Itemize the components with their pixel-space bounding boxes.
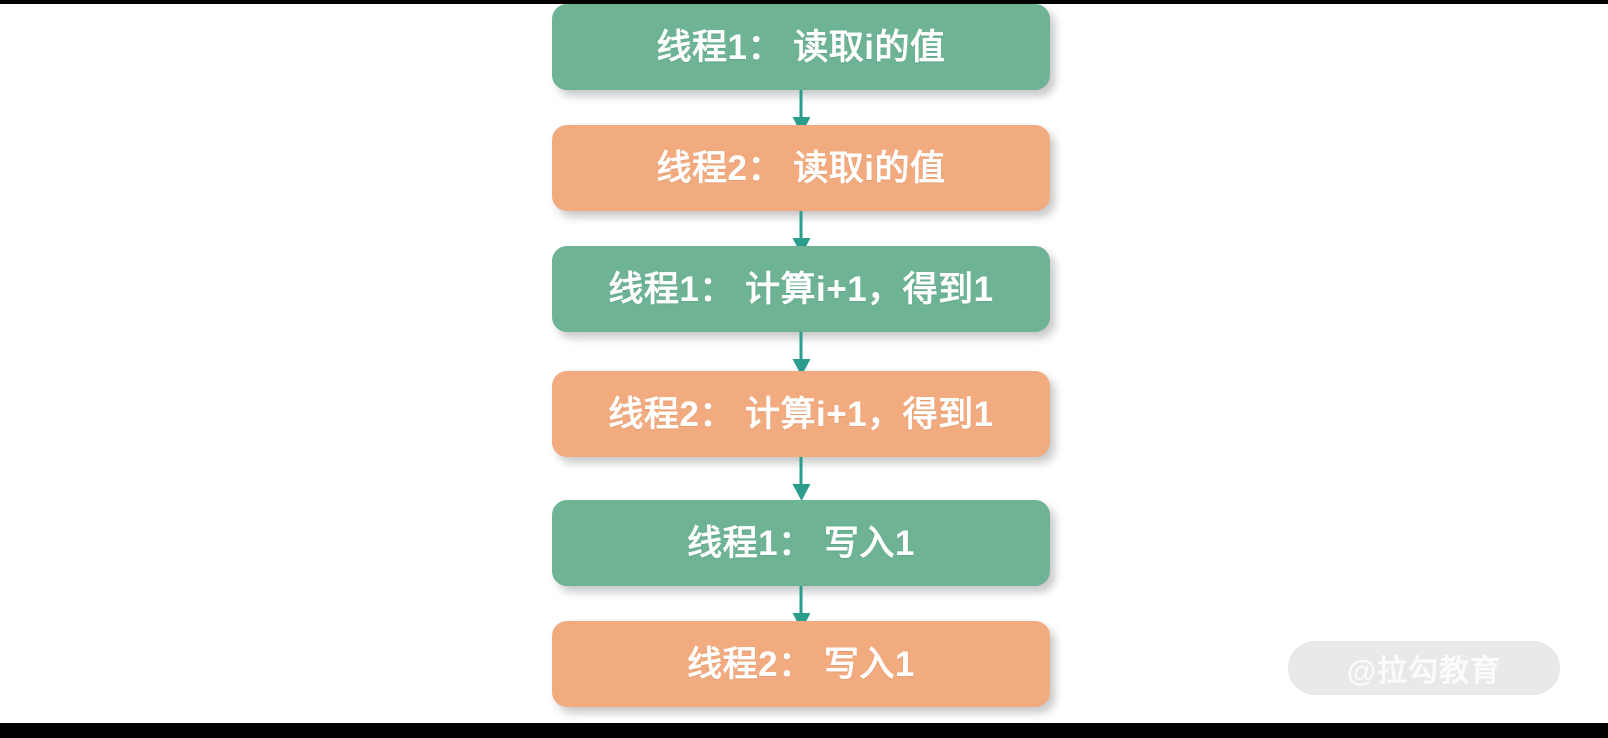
flow-node-6-label: 线程2： 写入1	[687, 644, 915, 684]
flow-node-3-label: 线程1： 计算i+1，得到1	[608, 269, 994, 309]
flow-node-2: 线程2： 读取i的值	[552, 125, 1050, 211]
flow-node-6: 线程2： 写入1	[552, 621, 1050, 707]
watermark-text: @拉勾教育	[1346, 655, 1502, 688]
flow-node-4: 线程2： 计算i+1，得到1	[552, 371, 1050, 457]
flow-node-2-label: 线程2： 读取i的值	[656, 148, 946, 188]
letterbox-top-bar	[0, 0, 1608, 4]
watermark-badge: @拉勾教育	[1288, 641, 1560, 695]
flow-arrow-5-to-6	[792, 586, 810, 630]
flow-arrow-1-to-2	[792, 90, 810, 134]
arrow-head-icon	[792, 484, 810, 501]
flow-arrow-2-to-3	[792, 211, 810, 255]
flow-node-1: 线程1： 读取i的值	[552, 4, 1050, 90]
flow-arrow-4-to-5	[792, 457, 810, 501]
flow-node-5-label: 线程1： 写入1	[687, 523, 915, 563]
flowchart: 线程1： 读取i的值 线程2： 读取i的值 线程1： 计算i+1，得到1 线程2…	[552, 4, 1050, 738]
flow-arrow-3-to-4	[792, 332, 810, 376]
flow-node-4-label: 线程2： 计算i+1，得到1	[608, 394, 994, 434]
flow-node-1-label: 线程1： 读取i的值	[656, 27, 946, 67]
flow-node-5: 线程1： 写入1	[552, 500, 1050, 586]
flow-node-3: 线程1： 计算i+1，得到1	[552, 246, 1050, 332]
letterbox-bottom-bar	[0, 723, 1608, 738]
